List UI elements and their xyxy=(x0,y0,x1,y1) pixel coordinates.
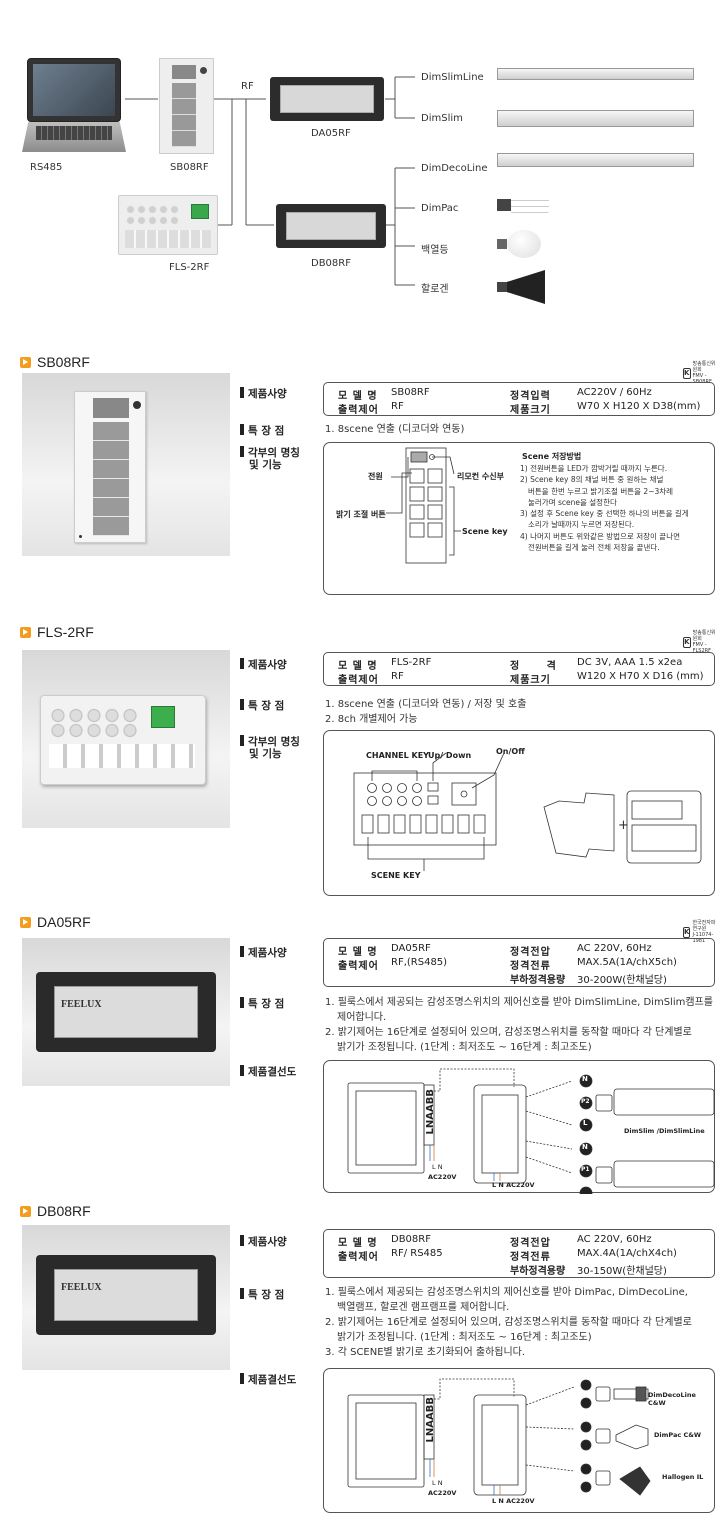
db08rf-feature-label: 특 장 점 xyxy=(240,1288,284,1302)
da05rf-wiring-box: LNAABB L N AC220V L N AC220V N P2 L N P1… xyxy=(323,1060,715,1194)
bulb-image xyxy=(497,230,545,258)
rf-label: RF xyxy=(241,81,254,92)
system-diagram: RS485 SB08RF FLS-2RF RF DA05RF DB08RF Di… xyxy=(0,0,720,330)
da05rf-spec-label: 제품사양 xyxy=(240,946,287,960)
load-label-dimslim: DimSlim xyxy=(421,113,463,124)
ac-label-1: AC220V xyxy=(428,1173,457,1181)
db08rf-wiring-label: 제품결선도 xyxy=(240,1373,296,1387)
laptop-image xyxy=(22,58,126,154)
section-title-db08rf: DB08RF xyxy=(20,1203,91,1219)
load-label-dimslimline: DimSlimLine xyxy=(421,72,484,83)
channel-key-callout: CHANNEL KEY xyxy=(366,751,429,760)
l-terminal-1: L xyxy=(583,1119,588,1127)
brand-logo: FEELUX xyxy=(61,999,102,1010)
terminal-labels: LNAABB xyxy=(425,1089,436,1135)
sb08rf-diagram-box: 전원 리모컨 수신부 밝기 조절 버튼 Scene key Scene 저장방법… xyxy=(323,442,715,595)
da05rf-wiring-label: 제품결선도 xyxy=(240,1065,296,1079)
sb08rf-feature-label: 특 장 점 xyxy=(240,424,284,438)
kc-icon: K xyxy=(683,636,691,648)
receiver-callout: 리모컨 수신부 xyxy=(457,472,504,481)
dimmer1-label: DA05RF xyxy=(311,128,351,139)
ac-label-1: AC220V xyxy=(428,1489,457,1497)
n-terminal-1: N xyxy=(582,1075,588,1083)
dimslimline-image xyxy=(497,68,694,80)
section-title-da05rf: DA05RF xyxy=(20,914,91,930)
ln-label: L N xyxy=(432,1479,443,1487)
db08rf-spec-label: 제품사양 xyxy=(240,1235,287,1249)
dimslim-image xyxy=(497,110,694,127)
dimdecoline-image xyxy=(497,153,694,167)
halogen-image xyxy=(497,270,547,304)
power-callout: 전원 xyxy=(368,472,383,481)
fls2rf-feature-label: 특 장 점 xyxy=(240,699,284,713)
keypad-label: SB08RF xyxy=(170,162,209,173)
dimmer1-image xyxy=(270,77,384,121)
db08rf-features: 1. 필룩스에서 제공되는 감성조명스위치의 제어신호를 받아 DimPac, … xyxy=(325,1287,692,1358)
ln-label: L N xyxy=(432,1163,443,1171)
da05rf-feature-label: 특 장 점 xyxy=(240,997,284,1011)
lamp-label-halogen: Hallogen IL xyxy=(662,1473,704,1481)
svg-text:+: + xyxy=(618,818,629,833)
updown-callout: Up/ Down xyxy=(428,751,472,760)
load-label-dimdecoline: DimDecoLine xyxy=(421,163,488,174)
lamp-label: DimSlim /DimSlimLine xyxy=(624,1127,705,1135)
howto-steps: 1) 전원버튼을 LED가 깜박거릴 때까지 누른다. 2) Scene key… xyxy=(520,464,689,553)
db08rf-photo: FEELUX xyxy=(22,1225,230,1370)
dimpac-image xyxy=(497,193,549,215)
fls2rf-spec-label: 제품사양 xyxy=(240,658,287,672)
onoff-callout: On/Off xyxy=(496,747,525,756)
sb08rf-parts-label-line1: 각부의 명칭 xyxy=(240,446,300,460)
dimmer2-image xyxy=(276,204,386,248)
dimmer2-label: DB08RF xyxy=(311,258,351,269)
section-title-fls2rf: FLS-2RF xyxy=(20,624,94,640)
remote-image xyxy=(118,195,218,255)
brightness-callout: 밝기 조절 버튼 xyxy=(336,510,386,519)
fls2rf-parts-label-line2: 및 기능 xyxy=(249,748,282,760)
fls2rf-photo xyxy=(22,650,230,828)
arrow-icon xyxy=(20,626,31,638)
howto-title: Scene 저장방법 xyxy=(522,452,582,461)
scene-key-callout: Scene key xyxy=(462,527,508,536)
keypad-image xyxy=(159,58,214,154)
kc-icon: K xyxy=(683,926,691,938)
ac-label-2: L N AC220V xyxy=(492,1181,535,1189)
sb08rf-feature-0: 1. 8scene 연출 (디코더와 연동) xyxy=(325,424,465,435)
n-terminal-2: N xyxy=(582,1143,588,1151)
da05rf-features: 1. 필룩스에서 제공되는 감성조명스위치의 제어신호를 받아 DimSlimL… xyxy=(325,997,713,1053)
arrow-icon xyxy=(20,1205,31,1217)
fls2rf-diagram-box: + CHANNEL KEY Up/ Down On/Off SCENE KEY xyxy=(323,730,715,896)
brand-logo: FEELUX xyxy=(61,1282,102,1293)
p2-terminal: P2 xyxy=(581,1098,590,1105)
section-title-sb08rf: SB08RF xyxy=(20,354,90,370)
terminal-labels: LNAABB xyxy=(425,1397,436,1443)
load-label-incandescent: 백열등 xyxy=(421,245,449,256)
lamp-label-decoline: DimDecoLine C&W xyxy=(648,1391,696,1407)
ac-label-2: L N AC220V xyxy=(492,1497,535,1505)
sb08rf-parts-label-line2: 및 기능 xyxy=(249,459,282,471)
da05rf-photo: FEELUX xyxy=(22,938,230,1086)
lamp-label-dimpac: DimPac C&W xyxy=(654,1431,702,1439)
sb08rf-photo xyxy=(22,373,230,556)
load-label-halogen: 할로겐 xyxy=(421,284,449,295)
scene-key-callout: SCENE KEY xyxy=(371,871,421,880)
arrow-icon xyxy=(20,916,31,928)
p1-terminal: P1 xyxy=(581,1166,590,1173)
laptop-label: RS485 xyxy=(30,162,63,173)
remote-label: FLS-2RF xyxy=(169,262,210,273)
fls2rf-parts-label-line1: 각부의 명칭 xyxy=(240,735,300,749)
db08rf-wiring-box: LNAABB L N AC220V L N AC220V DimDecoLine… xyxy=(323,1368,715,1513)
sb08rf-spec-label: 제품사양 xyxy=(240,387,287,401)
arrow-icon xyxy=(20,356,31,368)
kc-icon: K xyxy=(683,367,691,379)
fls2rf-features: 1. 8scene 연출 (디코더와 연동) / 저장 및 호출 2. 8ch … xyxy=(325,699,527,725)
load-label-dimpac: DimPac xyxy=(421,203,459,214)
connection-lines xyxy=(125,76,415,286)
